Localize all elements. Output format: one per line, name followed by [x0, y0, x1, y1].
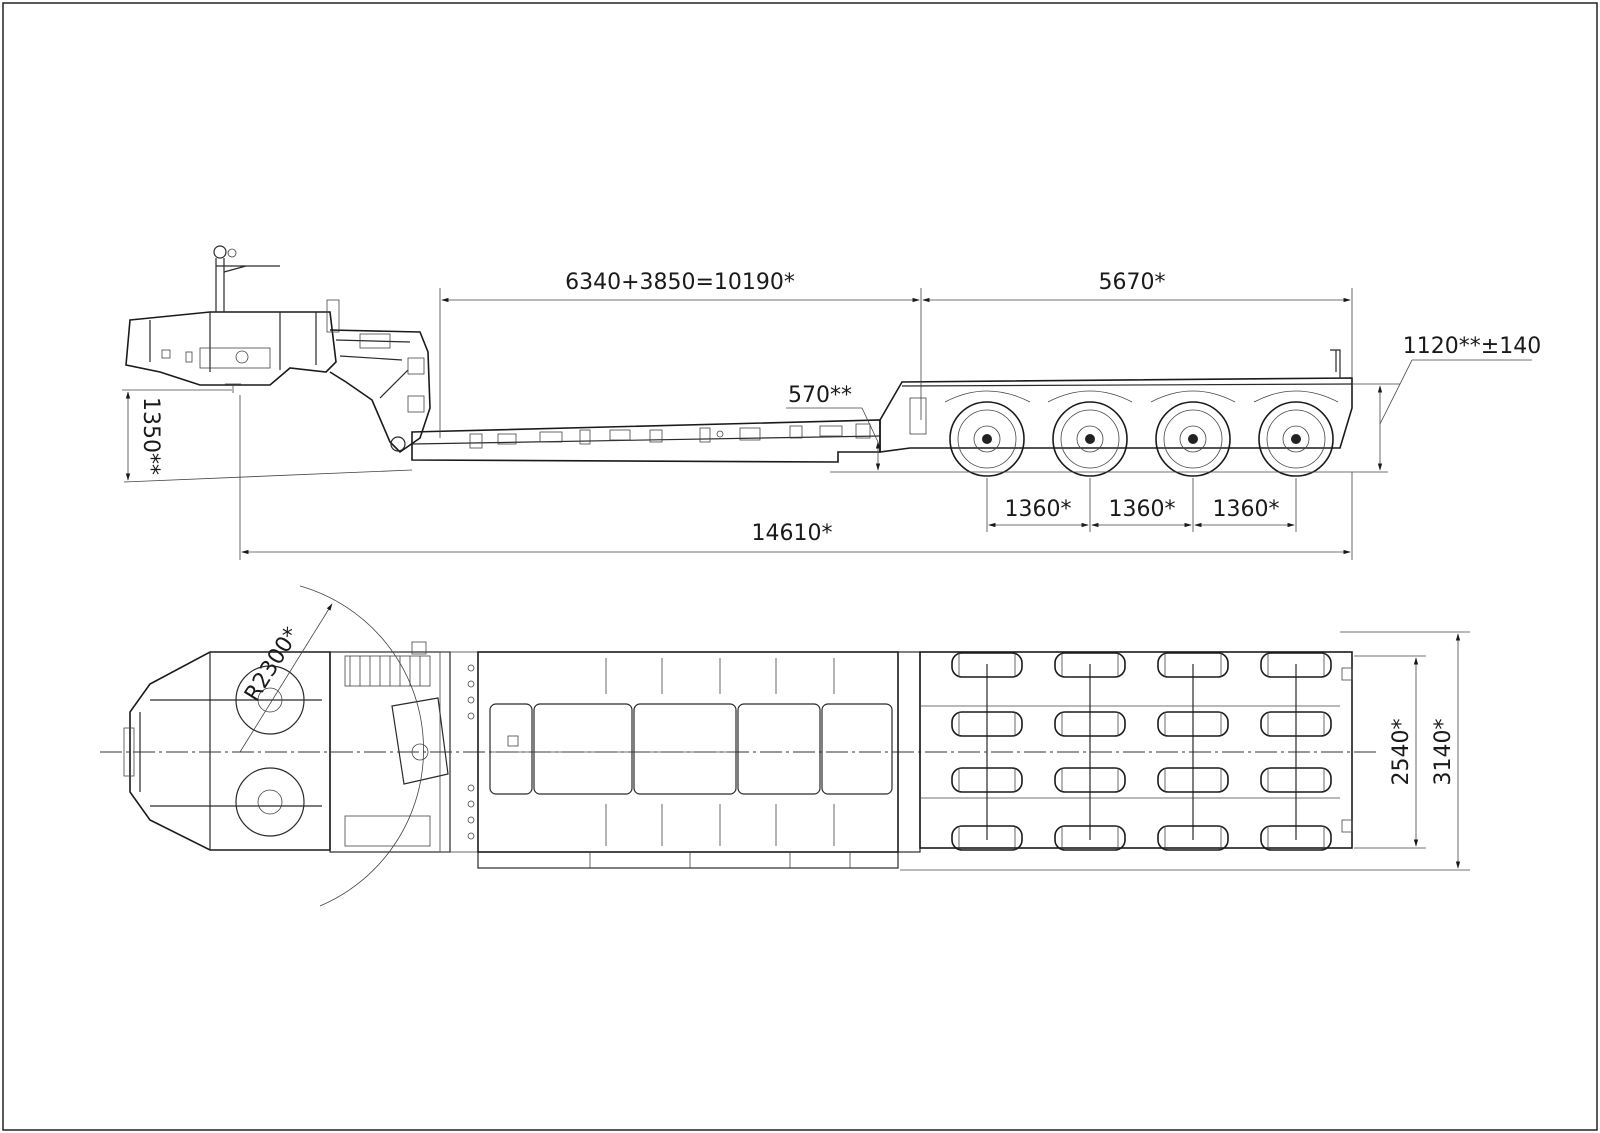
axle-wheel-2	[1052, 401, 1128, 477]
axle-spacing-2-label: 1360*	[1109, 497, 1176, 522]
deck-length-label: 6340+3850=10190*	[565, 270, 795, 295]
front-height-label: 1350**	[138, 397, 163, 475]
gooseneck-plan	[123, 641, 479, 853]
dim-rear-height: 1120**±140	[1352, 334, 1541, 471]
low-deck	[411, 419, 881, 463]
dim-front-height: 1350**	[122, 389, 232, 481]
rear-length-label: 5670*	[1099, 270, 1166, 295]
axle-wheel-3	[1155, 401, 1231, 477]
dim-overall-width: 3140*	[900, 631, 1470, 871]
dim-inner-width: 2540*	[1354, 655, 1426, 849]
dim-deck-height: 570**	[786, 383, 881, 471]
dim-rear-length: 5670*	[922, 270, 1353, 378]
turn-radius-label: R2300*	[240, 623, 305, 706]
axle-line-2	[1054, 652, 1126, 851]
side-view: 6340+3850=10190* 5670* 1120**±140 570**	[122, 245, 1541, 560]
ground-line-front	[123, 469, 413, 483]
deck-plan	[477, 651, 921, 869]
axle-spacing-3-label: 1360*	[1213, 497, 1280, 522]
axle-wheel-4	[1258, 401, 1334, 477]
dim-turn-radius: R2300*	[239, 585, 424, 907]
turntable-lower	[235, 767, 305, 837]
gooseneck	[125, 245, 431, 454]
dim-axle-spacings: 1360* 1360* 1360*	[986, 478, 1297, 532]
axle-wheel-1	[949, 401, 1025, 477]
deck-height-label: 570**	[788, 383, 852, 408]
overall-width-label: 3140*	[1431, 719, 1456, 786]
rear-bogie	[879, 349, 1353, 477]
dim-overall-length: 14610*	[239, 395, 1353, 560]
axle-spacing-1-label: 1360*	[1005, 497, 1072, 522]
axle-line-1	[951, 652, 1023, 851]
top-view: R2300* 2540* 3140*	[100, 585, 1470, 907]
axle-line-4	[1260, 652, 1332, 851]
turntable-upper	[235, 665, 305, 735]
axle-line-3	[1157, 652, 1229, 851]
dim-deck-length: 6340+3850=10190*	[439, 270, 922, 438]
inner-width-label: 2540*	[1389, 719, 1414, 786]
rear-height-label: 1120**±140	[1403, 334, 1541, 359]
overall-length-label: 14610*	[752, 521, 833, 546]
rear-bogie-plan	[919, 651, 1353, 851]
